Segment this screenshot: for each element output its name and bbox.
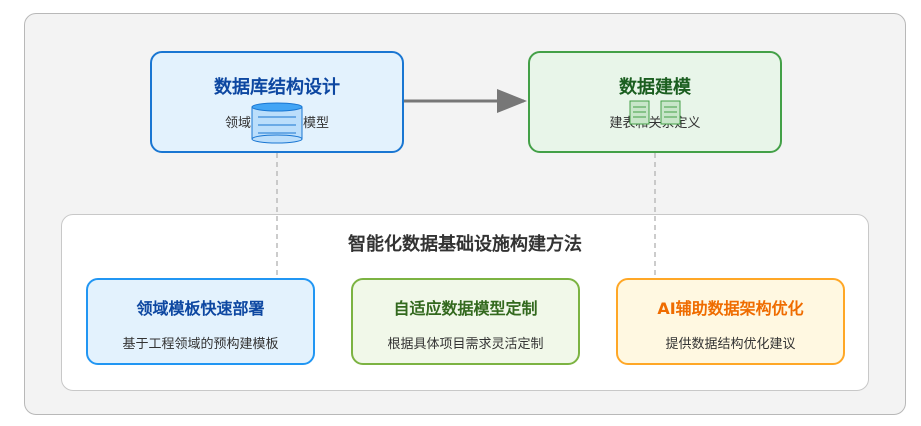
table-icon <box>629 100 650 125</box>
adaptive-model-box: 自适应数据模型定制 根据具体项目需求灵活定制 <box>351 278 580 365</box>
domain-template-box: 领域模板快速部署 基于工程领域的预构建模板 <box>86 278 315 365</box>
table-icon <box>660 100 681 125</box>
method-title: 智能化数据基础设施构建方法 <box>348 234 582 255</box>
adaptive-model-subtitle: 根据具体项目需求灵活定制 <box>387 337 544 352</box>
domain-template-title: 领域模板快速部署 <box>136 299 265 318</box>
database-icon <box>251 102 303 144</box>
adaptive-model-title: 自适应数据模型定制 <box>393 299 538 318</box>
data-modeling-title: 数据建模 <box>619 77 691 98</box>
domain-template-subtitle: 基于工程领域的预构建模板 <box>122 337 279 352</box>
ai-optimization-title: AI辅助数据架构优化 <box>657 299 804 318</box>
ai-optimization-box: AI辅助数据架构优化 提供数据结构优化建议 <box>616 278 845 365</box>
db-structure-design-title: 数据库结构设计 <box>214 77 340 98</box>
ai-optimization-subtitle: 提供数据结构优化建议 <box>665 337 796 352</box>
